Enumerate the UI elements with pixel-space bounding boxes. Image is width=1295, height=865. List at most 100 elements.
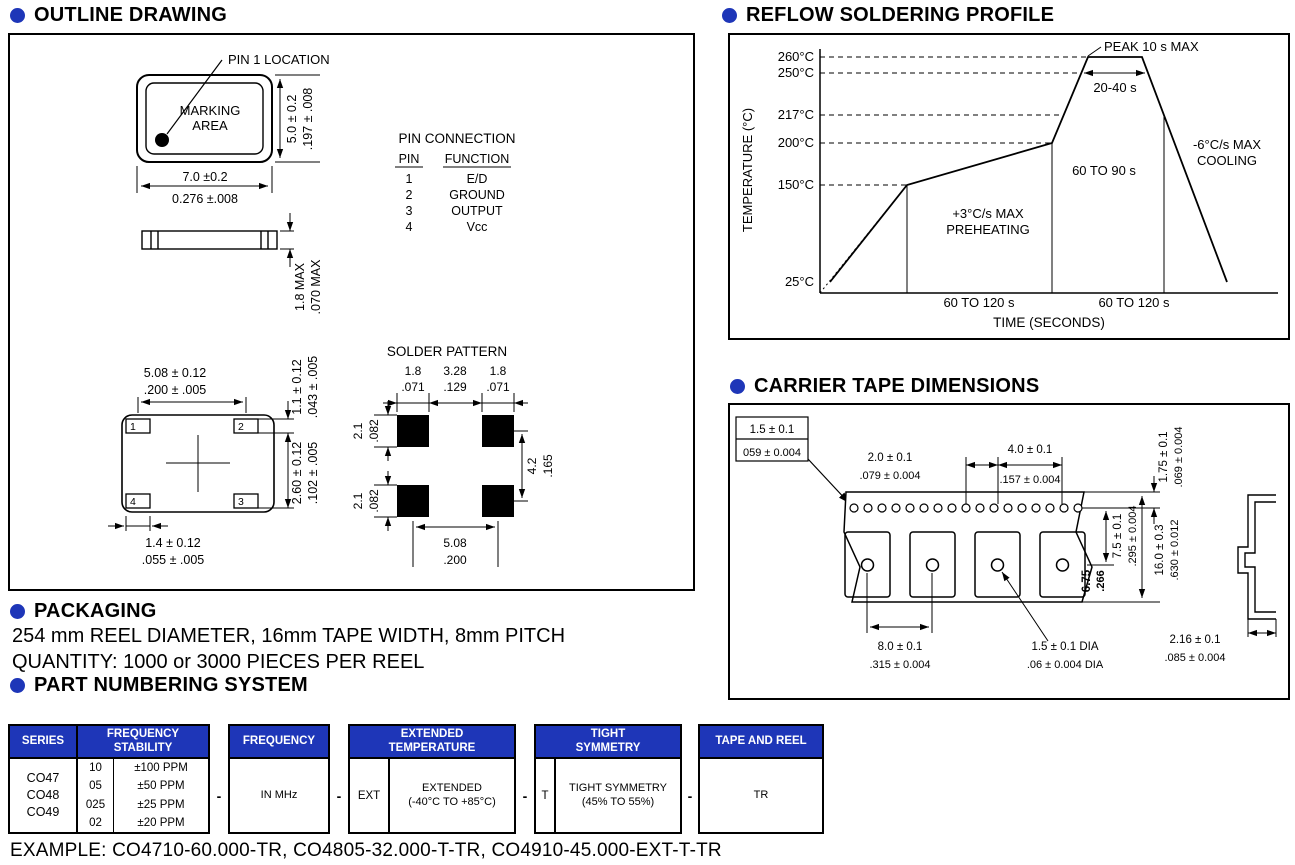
- peak-window-annotation: 20-40 s: [1093, 80, 1137, 95]
- stability-code: 05: [78, 777, 114, 796]
- stability-code: 025: [78, 795, 114, 814]
- dim-section-thickness-mm: 2.16 ± 0.1: [1169, 634, 1220, 646]
- dim-tape-width-mm: 16.0 ± 0.3: [1154, 524, 1166, 575]
- pin-connection-table: PIN CONNECTION PIN FUNCTION 1 E/D 2 GROU…: [395, 131, 516, 234]
- pin1-dot: [155, 133, 169, 147]
- dim-pitch-mm: 4.0 ± 0.1: [1008, 444, 1053, 456]
- dim-pocket-hole-dia-in: .06 ± 0.004 DIA: [1027, 659, 1104, 671]
- dim-v-pitch-in: .165: [541, 454, 555, 478]
- bullet-icon: [10, 8, 25, 23]
- pitch-dimensions: [965, 457, 1063, 504]
- function-col-header: FUNCTION: [445, 152, 510, 166]
- pin-connection-title: PIN CONNECTION: [398, 131, 515, 146]
- tape-section-header: CARRIER TAPE DIMENSIONS: [730, 375, 1039, 398]
- chart-gridlines: [820, 56, 1088, 186]
- pocket-pitch-dimension: [866, 571, 1049, 642]
- marking-area-label: AREA: [192, 118, 228, 133]
- tape-reel-value: TR: [753, 788, 769, 801]
- dim-hole-mm: 1.5 ± 0.1: [750, 424, 795, 436]
- preheat-annotation: +3°C/s MAX: [952, 206, 1024, 221]
- peak-annotation: PEAK 10 s MAX: [1104, 39, 1199, 54]
- example-line: EXAMPLE: CO4710-60.000-TR, CO4805-32.000…: [10, 840, 722, 861]
- tape-pockets: [844, 531, 1086, 598]
- stability-value: ±20 PPM: [137, 816, 185, 829]
- y-tick-25: 25°C: [785, 274, 814, 289]
- bullet-icon: [730, 379, 745, 394]
- zone1-time-label: 60 TO 120 s: [943, 295, 1015, 310]
- symmetry-code: T: [536, 759, 556, 832]
- dim-pitch-in: .157 ± 0.004: [999, 474, 1060, 486]
- outline-title: OUTLINE DRAWING: [34, 4, 227, 26]
- dim-pad-height-in: .043 ± .005: [306, 356, 320, 419]
- stability-header: FREQUENCY STABILITY: [78, 726, 208, 759]
- sprocket-holes: [849, 503, 1083, 513]
- separator-dash: -: [216, 787, 222, 804]
- dim-height-mm: 5.0 ± 0.2: [285, 95, 299, 144]
- soak-annotation: 60 TO 90 s: [1072, 163, 1136, 178]
- frequency-block: FREQUENCY IN MHz: [228, 724, 330, 834]
- reflow-profile-chart: 260°C 250°C 217°C 200°C 150°C 25°C PEAK …: [740, 39, 1278, 330]
- dim-width-in: 0.276 ±.008: [172, 192, 238, 206]
- dim-pad-h-bot-in: .082: [367, 489, 381, 513]
- reflow-title: REFLOW SOLDERING PROFILE: [746, 4, 1055, 26]
- zone2-time-label: 60 TO 120 s: [1098, 295, 1170, 310]
- dim-pad-w-left-mm: 1.8: [405, 364, 422, 378]
- packaging-section-header: PACKAGING: [10, 600, 157, 623]
- series-value: CO47: [26, 771, 60, 785]
- packaging-title: PACKAGING: [34, 600, 157, 622]
- outline-drawing-panel: PIN 1 LOCATION MARKING AREA 7.0 ±0.2 0.2…: [8, 33, 695, 591]
- tape-cross-section: [1237, 494, 1277, 637]
- separator-dash: -: [522, 787, 528, 804]
- dim-pocket-in: .266: [1095, 570, 1107, 591]
- dim-edge-mm: 1.75 ± 0.1: [1158, 431, 1170, 482]
- tape-title: CARRIER TAPE DIMENSIONS: [754, 375, 1040, 397]
- symmetry-desc: TIGHT SYMMETRY (45% TO 55%): [569, 781, 667, 808]
- dim-height-in: .197 ± .008: [301, 88, 315, 151]
- dim-pocket-hole-dia-mm: 1.5 ± 0.1 DIA: [1031, 641, 1098, 653]
- dim-edge-in: .069 ± 0.004: [1173, 426, 1185, 487]
- frequency-header: FREQUENCY: [230, 726, 328, 759]
- stability-value: ±50 PPM: [137, 780, 185, 793]
- bullet-icon: [10, 678, 25, 693]
- dim-center-in: .295 ± 0.004: [1127, 505, 1139, 566]
- dim-pocket-mm: 6.75: [1081, 569, 1093, 592]
- dim-gap-mm: 3.28: [443, 364, 467, 378]
- pin-function: OUTPUT: [451, 204, 503, 218]
- y-axis-label: TEMPERATURE (°C): [740, 108, 755, 232]
- dim-width-mm: 7.0 ±0.2: [182, 170, 227, 184]
- pin-function: E/D: [467, 172, 488, 186]
- bullet-icon: [10, 604, 25, 619]
- pin-number: 3: [406, 204, 413, 218]
- series-header: SERIES: [10, 726, 76, 759]
- pad-number: 4: [130, 496, 136, 508]
- marking-area-label: MARKING: [180, 103, 241, 118]
- stability-value: ±100 PPM: [134, 762, 188, 775]
- dim-pad-w-left-in: .071: [401, 380, 425, 394]
- y-tick-250: 250°C: [778, 65, 814, 80]
- series-value: CO48: [26, 788, 60, 802]
- cooling-annotation: -6°C/s MAX: [1193, 137, 1261, 152]
- pad-number: 1: [130, 421, 136, 433]
- dim-pad-pitch-in: .200 ± .005: [144, 383, 207, 397]
- series-value: CO49: [26, 805, 60, 819]
- stability-rows: 10 ±100 PPM 05 ±50 PPM 025 ±25 PPM 02 ±2…: [78, 759, 208, 832]
- dim-h-pitch-mm: 5.08: [443, 536, 467, 550]
- frequency-value: IN MHz: [260, 788, 298, 801]
- reflow-section-header: REFLOW SOLDERING PROFILE: [722, 4, 1054, 27]
- pin-number: 2: [406, 188, 413, 202]
- pin-col-header: PIN: [399, 152, 420, 166]
- y-tick-260: 260°C: [778, 49, 814, 64]
- stability-block: FREQUENCY STABILITY 10 ±100 PPM 05 ±50 P…: [76, 724, 210, 834]
- pad-number: 3: [238, 496, 244, 508]
- chart-axes: [819, 49, 1278, 294]
- dim-pad-width-mm: 1.4 ± 0.12: [145, 536, 201, 550]
- bullet-icon: [722, 8, 737, 23]
- bottom-view-dimensions: [108, 397, 294, 531]
- stability-code: 10: [78, 759, 114, 778]
- dim-offset-mm: 2.0 ± 0.1: [868, 452, 913, 464]
- y-tick-150: 150°C: [778, 177, 814, 192]
- outline-section-header: OUTLINE DRAWING: [10, 4, 227, 27]
- dim-pad-h-top-mm: 2.1: [351, 422, 365, 439]
- dim-pad-h-top-in: .082: [367, 419, 381, 443]
- pin-function: Vcc: [467, 220, 488, 234]
